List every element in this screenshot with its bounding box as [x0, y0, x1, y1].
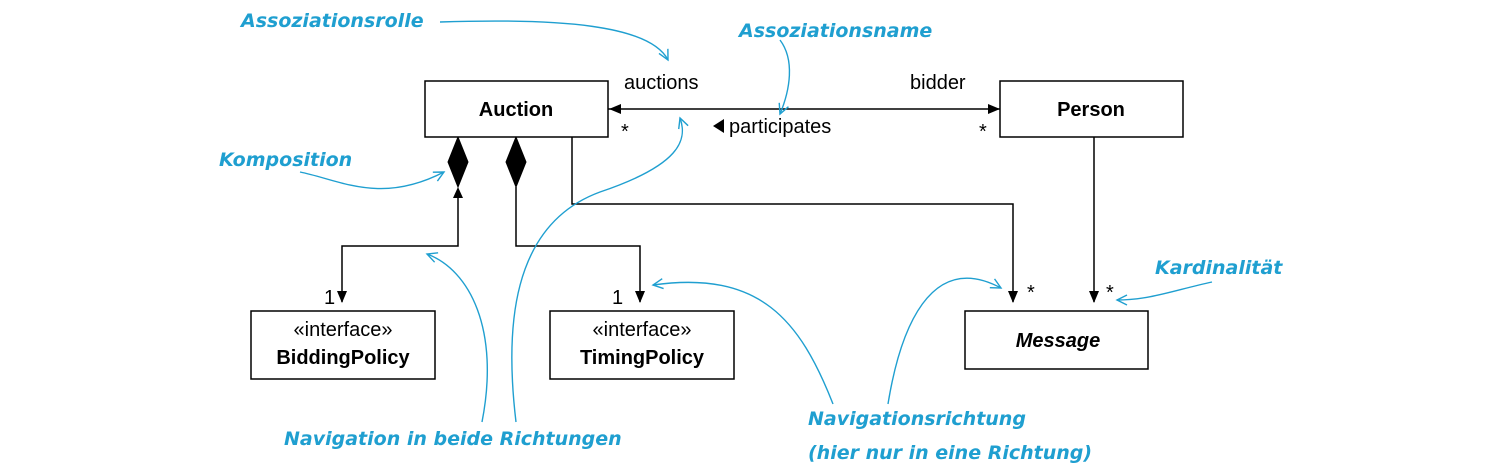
role-bidder-label: bidder: [910, 72, 966, 94]
annotation-arrow-nav-both-2: [511, 116, 689, 423]
association-arrowhead-auction: [609, 104, 621, 114]
multiplicity-person-side: *: [979, 121, 987, 143]
annotation-arrows: [299, 20, 1213, 423]
annotation-composition: Komposition: [219, 149, 352, 171]
interface-bidding-policy: «interface» BiddingPolicy: [250, 310, 436, 380]
annotation-assoc-role: Assoziationsrolle: [239, 10, 424, 32]
annotation-assoc-name: Assoziationsname: [737, 20, 932, 42]
bidding-policy-name: BiddingPolicy: [276, 347, 410, 369]
multiplicity-auction-side: *: [621, 121, 629, 143]
annotation-arrow-nav-both-1: [425, 252, 489, 423]
composition-diamond-timing: [505, 135, 527, 189]
composition-line-bidding: [337, 198, 459, 303]
annotation-nav-direction-line1: Navigationsrichtung: [808, 408, 1026, 430]
multiplicity-message-auction: *: [1027, 282, 1035, 304]
composition-line-timing: [515, 187, 645, 303]
association-arrowhead-person: [988, 104, 1000, 114]
role-auctions-label: auctions: [624, 72, 699, 94]
association-name-label: participates: [729, 116, 831, 138]
annotation-arrow-composition: [299, 171, 446, 190]
multiplicity-bidding: 1: [324, 287, 335, 309]
annotation-nav-direction-line2: (hier nur in eine Richtung): [808, 442, 1092, 464]
class-person-name: Person: [1057, 99, 1125, 121]
annotation-arrow-assoc-role: [439, 20, 669, 62]
multiplicity-timing: 1: [612, 287, 623, 309]
bidding-policy-stereotype: «interface»: [294, 319, 393, 341]
class-message-name: Message: [1016, 330, 1101, 352]
class-message: Message: [964, 310, 1149, 370]
class-person: Person: [999, 80, 1184, 138]
annotation-cardinality: Kardinalität: [1155, 257, 1283, 279]
timing-policy-stereotype: «interface»: [593, 319, 692, 341]
interface-timing-policy: «interface» TimingPolicy: [549, 310, 735, 380]
timing-policy-name: TimingPolicy: [580, 347, 705, 369]
annotation-nav-both: Navigation in beide Richtungen: [284, 428, 622, 450]
class-auction-name: Auction: [479, 99, 553, 121]
annotation-arrow-nav-direction-1: [651, 278, 834, 405]
annotation-arrow-nav-direction-2: [887, 277, 1003, 405]
annotation-arrow-assoc-name: [778, 39, 791, 116]
class-auction: Auction: [424, 80, 609, 138]
multiplicity-message-person: *: [1106, 282, 1114, 304]
composition-diamond-bidding: [447, 135, 469, 189]
annotation-arrow-cardinality: [1115, 281, 1213, 306]
navigation-line-auction-message: [571, 137, 1018, 303]
association-direction-triangle: [713, 119, 724, 133]
bidding-back-arrowhead: [453, 187, 463, 198]
